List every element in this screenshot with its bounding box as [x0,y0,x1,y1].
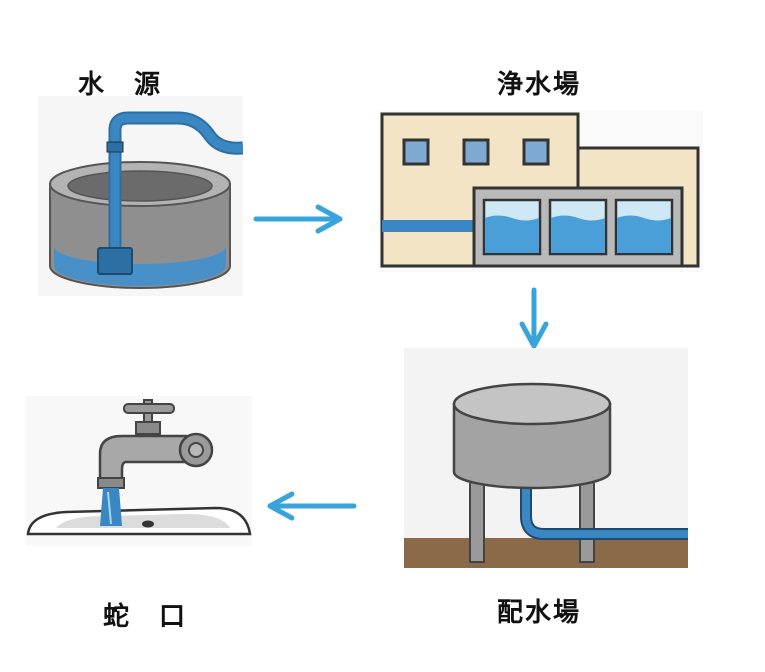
arrow-down-icon [519,287,549,349]
arrow-right-icon [253,204,343,234]
purification-plant-illustration [378,110,703,272]
faucet-label: 蛇 口 [103,602,188,632]
water-source-illustration [38,96,243,296]
faucet-illustration [26,396,252,546]
source-label: 水 源 [78,70,163,100]
arrow-left-icon [267,491,357,521]
purification-label: 浄水場 [497,70,582,100]
distribution-label: 配水場 [497,598,582,628]
distribution-reservoir-illustration [404,348,688,568]
